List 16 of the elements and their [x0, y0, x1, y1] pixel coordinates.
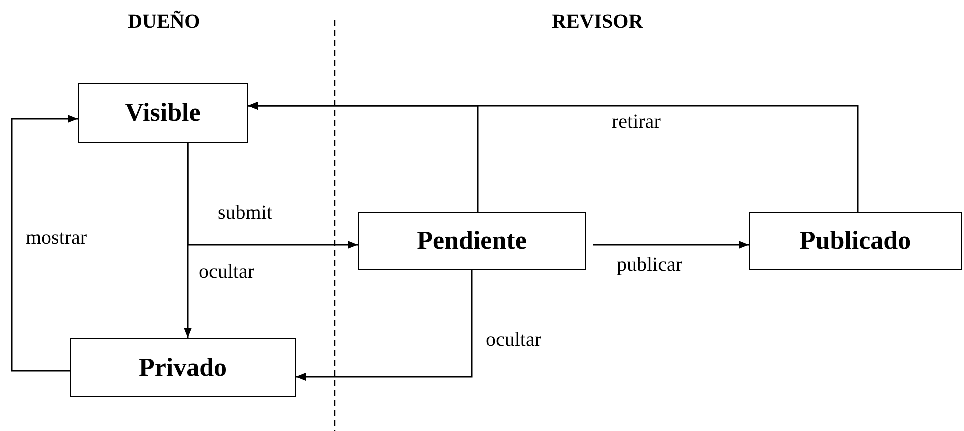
state-name: Publicado — [800, 228, 912, 254]
arrow — [296, 270, 473, 381]
state-box — [358, 212, 586, 270]
state-name: Privado — [138, 354, 228, 380]
state-box — [70, 338, 296, 397]
state-name: Visible — [125, 100, 201, 126]
arrow — [248, 102, 859, 212]
arrow — [187, 143, 358, 249]
arrow — [11, 115, 78, 372]
state-name: Pendiente — [417, 228, 527, 254]
column-heading: REVISOR — [552, 12, 644, 32]
edge-label: publicar — [615, 255, 685, 275]
column-heading: DUEÑO — [128, 12, 200, 32]
state-box — [78, 83, 248, 143]
arrow — [593, 241, 749, 249]
state-box — [749, 212, 962, 270]
